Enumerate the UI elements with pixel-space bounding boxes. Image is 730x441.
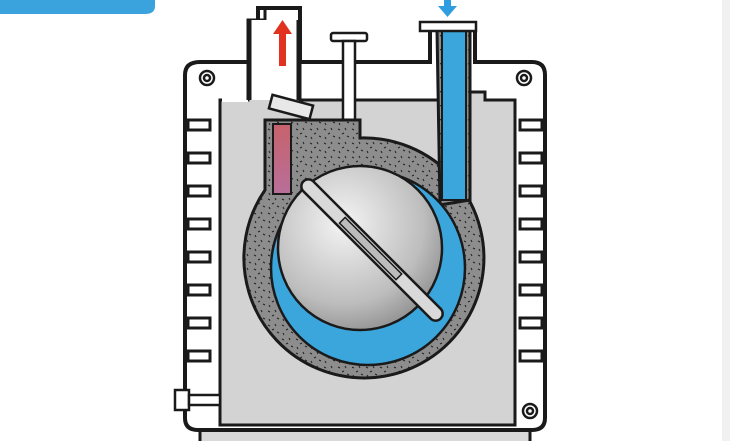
- outlet-cap: [418, 20, 478, 33]
- inlet-channel: [272, 123, 292, 195]
- exhaust-flap: [267, 93, 315, 121]
- inlet-arrow-icon: [273, 20, 292, 66]
- rotor-vane: [300, 178, 444, 322]
- bolt-icon: [198, 69, 539, 420]
- frame-edge: [722, 0, 730, 441]
- outlet-arrow-icon: [438, 0, 457, 17]
- ballast-valve: [329, 31, 369, 123]
- logo-banner: [0, 0, 155, 14]
- drain-plug: [173, 388, 222, 412]
- cooling-fins: [186, 118, 544, 363]
